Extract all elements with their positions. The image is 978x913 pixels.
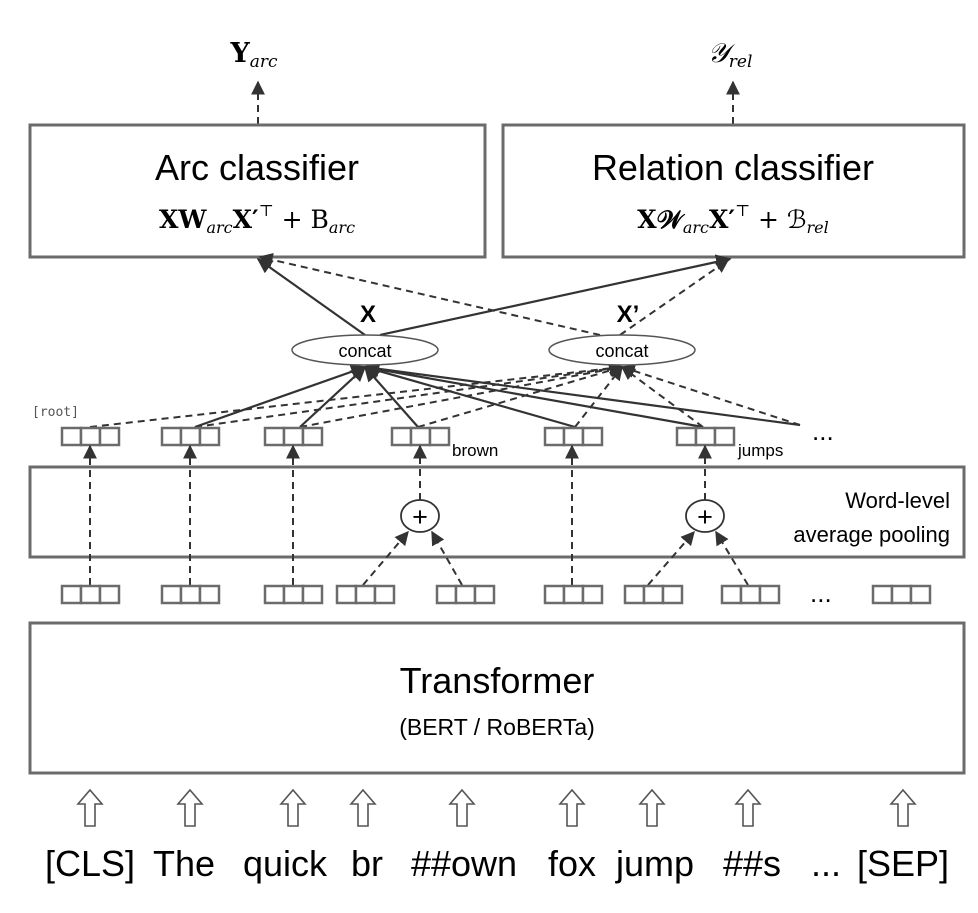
token-vector — [263, 584, 324, 605]
svg-text:concat: concat — [338, 341, 391, 361]
input-arrow-icon — [349, 788, 377, 827]
word-to-concat-arrows — [89, 361, 801, 429]
svg-text:+: + — [412, 502, 428, 532]
plus-node-jumps: + — [685, 499, 725, 533]
input-arrows — [76, 788, 917, 827]
input-token: fox — [548, 843, 596, 884]
token-vector — [435, 584, 496, 605]
input-token: The — [153, 843, 215, 884]
token-vector — [720, 584, 781, 605]
token-vector — [623, 584, 684, 605]
input-token: [SEP] — [857, 843, 949, 884]
arc-classifier-title: Arc classifier — [155, 147, 359, 188]
token-vectors — [60, 584, 932, 605]
arc-classifier-formula: XWarcX′⊤ + Barc — [159, 201, 355, 237]
input-token: quick — [243, 843, 328, 884]
x-label: X — [360, 301, 376, 328]
input-token: ##s — [723, 843, 781, 884]
arc-output-label: Yarc — [229, 38, 278, 72]
svg-text:Yarc: Yarc — [229, 38, 278, 72]
root-label: [root] — [32, 405, 79, 420]
word-vector — [543, 426, 604, 447]
input-arrow-icon — [558, 788, 586, 827]
input-arrow-icon — [176, 788, 204, 827]
token-vector — [871, 584, 932, 605]
input-token: [CLS] — [45, 843, 135, 884]
transformer-box — [28, 621, 966, 775]
token-vector — [335, 584, 396, 605]
concat-node-x-prime: concat — [548, 334, 696, 366]
x-to-classifier-arrows — [256, 252, 732, 337]
input-arrow-icon — [638, 788, 666, 827]
input-token: br — [351, 843, 383, 884]
concat-node-x: concat — [291, 334, 439, 366]
token-vector — [543, 584, 604, 605]
svg-text:concat: concat — [595, 341, 648, 361]
input-arrow-icon — [279, 788, 307, 827]
input-token: ... — [811, 843, 841, 884]
relation-classifier-box — [501, 123, 966, 259]
word-vector — [390, 426, 451, 447]
word-ellipsis: ... — [812, 416, 834, 446]
word-vector — [160, 426, 221, 447]
jumps-label: jumps — [737, 441, 783, 460]
pooling-arrows — [83, 444, 749, 586]
token-ellipsis: ... — [810, 578, 832, 608]
input-arrow-icon — [889, 788, 917, 827]
x-prime-label: X’ — [617, 301, 640, 328]
rel-output-label: 𝒴rel — [708, 38, 753, 72]
transformer-title: Transformer — [400, 660, 595, 701]
svg-text:+: + — [697, 502, 713, 532]
pooling-label-line2: average pooling — [793, 522, 950, 547]
input-token: ##own — [411, 843, 517, 884]
token-vector — [60, 584, 121, 605]
word-vectors — [60, 426, 736, 447]
token-vector — [160, 584, 221, 605]
input-arrow-icon — [448, 788, 476, 827]
input-arrow-icon — [734, 788, 762, 827]
relation-classifier-formula: X𝒲arcX′⊤ + ℬrel — [637, 201, 829, 237]
word-vector — [675, 426, 736, 447]
brown-label: brown — [452, 441, 498, 460]
word-vector — [263, 426, 324, 447]
input-arrow-icon — [76, 788, 104, 827]
plus-node-brown: + — [400, 499, 440, 533]
transformer-subtitle: (BERT / RoBERTa) — [399, 714, 595, 740]
arc-classifier-box — [28, 123, 487, 259]
pooling-box — [28, 465, 966, 559]
word-vector — [60, 426, 121, 447]
relation-classifier-title: Relation classifier — [592, 147, 874, 188]
input-token: jump — [615, 843, 694, 884]
svg-text:𝒴rel: 𝒴rel — [708, 38, 753, 72]
pooling-label-line1: Word-level — [845, 488, 950, 513]
